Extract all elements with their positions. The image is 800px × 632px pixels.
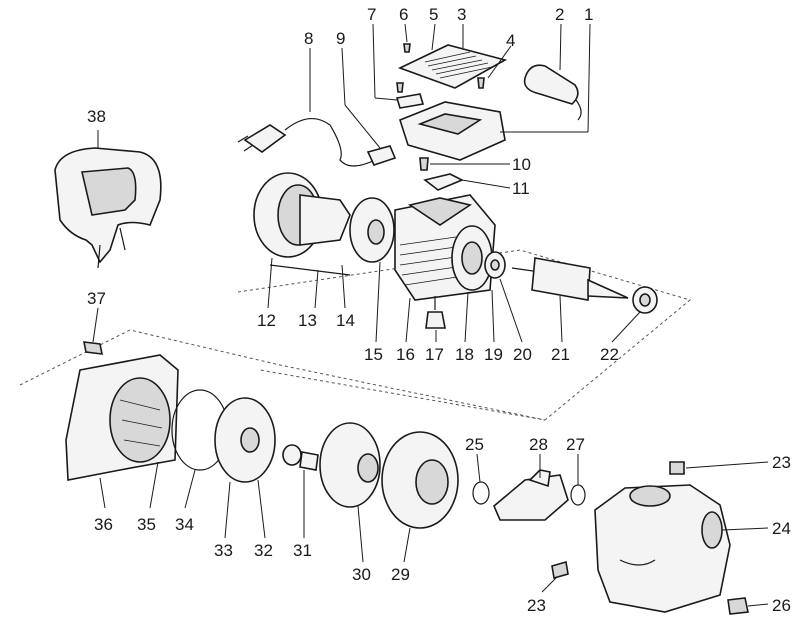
stator-end (253, 172, 351, 258)
callout-8: 8 (304, 29, 313, 48)
callout-11: 11 (512, 179, 530, 198)
callout-32: 32 (254, 541, 273, 560)
terminal-box (399, 101, 506, 161)
diffuser (381, 431, 459, 529)
callout-35: 35 (137, 515, 156, 534)
callout-25: 25 (465, 435, 484, 454)
callout-34: 34 (175, 515, 194, 534)
motor-body (394, 194, 496, 301)
callout-24: 24 (772, 519, 791, 538)
callout-17: 17 (425, 345, 444, 364)
rotor (511, 257, 629, 301)
callout-23-bottom: 23 (527, 596, 546, 615)
callout-29: 29 (391, 565, 410, 584)
bearing-20 (484, 251, 506, 279)
callout-22: 22 (600, 345, 619, 364)
mechanical-seal (282, 444, 319, 471)
callout-33: 33 (214, 541, 233, 560)
callout-15: 15 (364, 345, 383, 364)
plug-23-bottom (551, 560, 569, 580)
assembly-axis-pump (19, 329, 546, 421)
seal-plate (214, 397, 276, 483)
callout-13: 13 (298, 311, 317, 330)
screw-10 (419, 157, 429, 171)
callout-10: 10 (512, 155, 531, 174)
callout-27: 27 (566, 435, 585, 454)
callout-28: 28 (529, 435, 548, 454)
callout-9: 9 (336, 29, 345, 48)
pump-casing (594, 484, 731, 613)
callout-5: 5 (429, 5, 438, 24)
callout-18: 18 (455, 345, 474, 364)
callout-14: 14 (336, 311, 355, 330)
assembly-axis-motor (237, 249, 692, 421)
callout-26: 26 (772, 596, 791, 615)
bearing-22 (632, 286, 658, 314)
terminal-cover (396, 43, 508, 93)
callout-1: 1 (584, 5, 593, 24)
callout-4: 4 (506, 31, 515, 50)
handle (54, 147, 162, 269)
callout-38: 38 (87, 107, 106, 126)
callout-7: 7 (367, 5, 376, 24)
plug-23-top (669, 461, 685, 475)
bushing-17 (425, 296, 446, 329)
callout-16: 16 (396, 345, 415, 364)
callout-23-top: 23 (772, 453, 791, 472)
ejector (493, 469, 569, 521)
callout-30: 30 (352, 565, 371, 584)
callout-36: 36 (94, 515, 113, 534)
callout-31: 31 (293, 541, 312, 560)
drain-plug (727, 597, 749, 615)
callout-6: 6 (399, 5, 408, 24)
cable-clamp (395, 93, 425, 109)
power-cord (237, 118, 397, 167)
pump-flange (65, 354, 179, 481)
o-ring-27 (570, 484, 586, 506)
callout-21: 21 (551, 345, 570, 364)
callout-3: 3 (457, 5, 466, 24)
callout-20: 20 (513, 345, 532, 364)
terminal-block (423, 173, 464, 191)
callout-2: 2 (555, 5, 564, 24)
impeller (319, 422, 381, 508)
leader-lines (92, 23, 769, 607)
callout-12: 12 (257, 311, 276, 330)
capacitor (523, 64, 582, 121)
o-ring-25 (472, 481, 490, 505)
callout-37: 37 (87, 289, 106, 308)
screw-37 (82, 341, 104, 355)
callout-19: 19 (484, 345, 503, 364)
fan (349, 197, 395, 263)
tie-rod (269, 264, 351, 276)
